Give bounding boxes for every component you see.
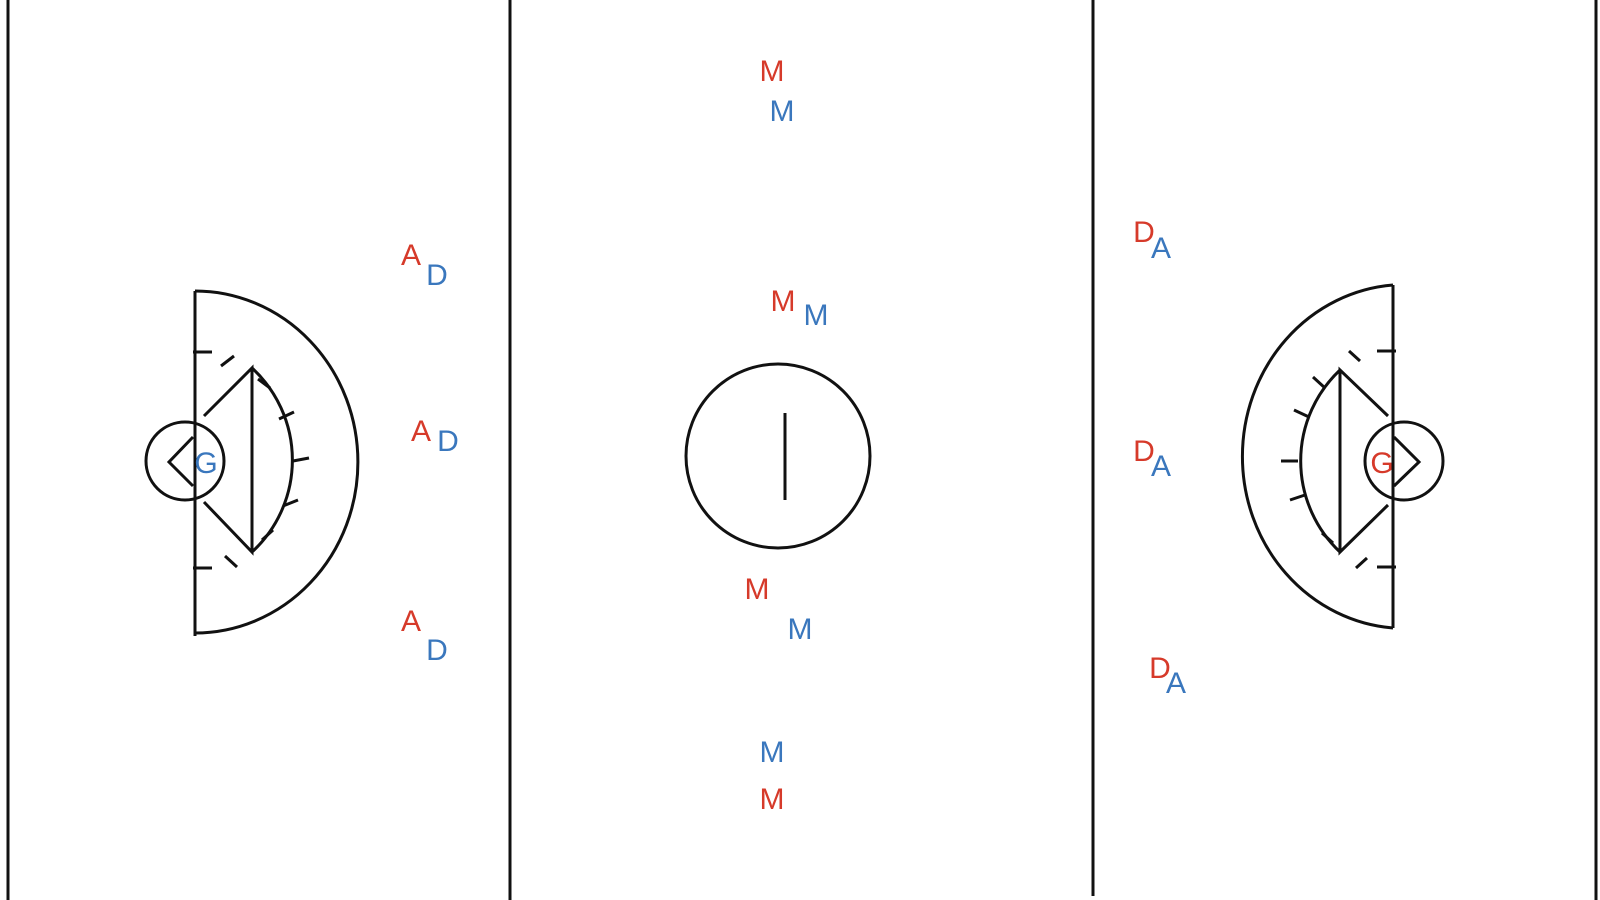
player-red-g-right: G [1370,447,1394,480]
player-blue-g-left: G [194,447,218,480]
player-red-m-upper: M [770,285,796,318]
right-goal-area [1240,283,1445,630]
player-red-a-left-3: A [400,605,422,638]
left-inner-arc [250,366,294,554]
right-hash-marks [1281,349,1396,570]
left-goal-cage [166,435,195,488]
right-dot-lines [1338,366,1390,556]
right-fan-arc [1240,283,1394,630]
left-hash-marks [193,350,310,570]
player-blue-m-upper: M [803,299,829,332]
player-blue-m-lower: M [787,613,813,646]
player-blue-m-bottom: M [759,736,785,769]
player-blue-a-right-1: A [1150,232,1172,265]
right-inner-arc [1299,368,1342,554]
left-goal-crease [144,420,226,502]
player-red-d-right-3: D [1149,652,1171,685]
player-red-d-right-2: D [1133,435,1155,468]
player-blue-a-right-2: A [1150,450,1172,483]
center-circle [684,362,872,550]
player-red-m-top: M [759,55,785,88]
player-red-m-lower: M [744,573,770,606]
player-blue-d-left-2: D [437,425,459,458]
right-goal-cage [1392,435,1422,488]
player-red-a-left-2: A [410,415,432,448]
player-red-m-bottom: M [759,783,785,816]
left-fan-arc [194,289,360,635]
player-red-d-right-1: D [1133,216,1155,249]
left-dot-lines [202,364,254,556]
player-blue-d-left-1: D [426,259,448,292]
player-blue-a-right-3: A [1165,667,1187,700]
player-red-a-left-1: A [400,239,422,272]
left-goal-area [144,289,360,636]
player-blue-d-left-3: D [426,634,448,667]
player-blue-m-top: M [769,95,795,128]
right-goal-crease [1363,420,1445,502]
